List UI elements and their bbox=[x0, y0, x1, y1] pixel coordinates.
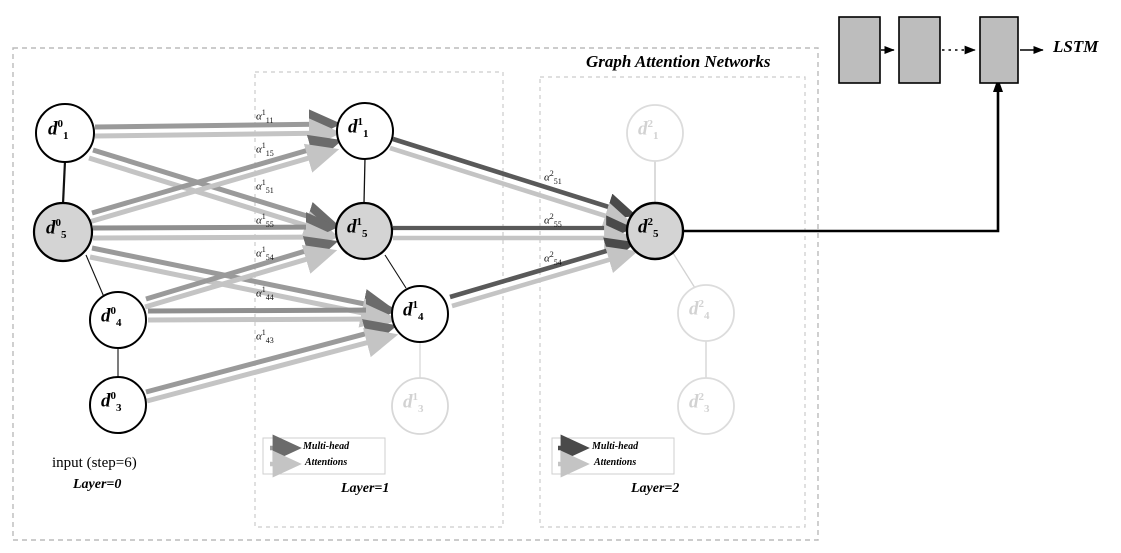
node-d1-layer0[interactable] bbox=[35, 103, 95, 163]
input-caption: input (step=6) bbox=[52, 455, 137, 471]
node-d5-layer2[interactable] bbox=[625, 201, 685, 261]
legend-layer2 bbox=[551, 434, 675, 478]
node-d3-layer1[interactable] bbox=[391, 377, 449, 435]
node-label-d1-layer1: d11 bbox=[348, 116, 369, 141]
attention-label-a1-54: α154 bbox=[256, 245, 274, 262]
attention-label-a2-54: α254 bbox=[544, 250, 562, 267]
layer1-label: Layer=1 bbox=[341, 481, 390, 496]
layer0-label: Layer=0 bbox=[73, 477, 122, 492]
legend2-line1: Multi-head bbox=[592, 441, 639, 452]
attention-edges-layer1-to-layer2 bbox=[389, 136, 638, 309]
node-d4-layer1[interactable] bbox=[391, 285, 449, 343]
attention-label-a1-51: α151 bbox=[256, 178, 274, 195]
attention-edges-layer0-to-layer1 bbox=[88, 109, 399, 404]
node-label-d3-layer2: d23 bbox=[689, 391, 710, 416]
node-label-d5-layer2: d25 bbox=[638, 216, 659, 241]
layer2-frame bbox=[539, 76, 806, 528]
node-d3-layer0[interactable] bbox=[89, 376, 147, 434]
gat-to-lstm-connector bbox=[683, 78, 1003, 233]
node-d5-layer1[interactable] bbox=[334, 201, 394, 261]
node-label-d4-layer2: d24 bbox=[689, 298, 710, 323]
node-label-d4-layer0: d04 bbox=[101, 305, 122, 330]
node-d3-layer2[interactable] bbox=[677, 377, 735, 435]
attention-label-a2-51: α251 bbox=[544, 169, 562, 186]
attention-label-a1-44: α144 bbox=[256, 285, 274, 302]
attention-label-a1-11: α111 bbox=[256, 108, 274, 125]
node-d1-layer1[interactable] bbox=[336, 102, 394, 160]
attention-label-a1-15: α115 bbox=[256, 141, 274, 158]
node-label-d1-layer2: d21 bbox=[638, 118, 659, 143]
node-d1-layer2[interactable] bbox=[626, 104, 684, 162]
legend-layer1 bbox=[262, 434, 386, 478]
node-d5-layer0[interactable] bbox=[32, 201, 94, 263]
node-label-d4-layer1: d14 bbox=[403, 299, 424, 324]
node-label-d5-layer1: d15 bbox=[347, 216, 368, 241]
graph-skeleton-layer1 bbox=[363, 157, 421, 378]
layer1-frame bbox=[254, 71, 504, 528]
graph-skeleton-layer2 bbox=[654, 161, 707, 378]
lstm-block-2 bbox=[898, 16, 941, 84]
node-label-d1-layer0: d01 bbox=[48, 118, 69, 143]
node-label-d3-layer1: d13 bbox=[403, 391, 424, 416]
legend1-line2: Attentions bbox=[305, 457, 348, 468]
node-d4-layer0[interactable] bbox=[89, 291, 147, 349]
graph-skeleton-layer0 bbox=[61, 160, 119, 381]
node-label-d5-layer0: d05 bbox=[46, 217, 67, 242]
lstm-block-1 bbox=[838, 16, 881, 84]
node-d4-layer2[interactable] bbox=[677, 284, 735, 342]
attention-label-a2-55: α255 bbox=[544, 212, 562, 229]
layer2-label: Layer=2 bbox=[631, 481, 680, 496]
attention-label-a1-55: α155 bbox=[256, 212, 274, 229]
attention-label-a1-43: α143 bbox=[256, 328, 274, 345]
legend2-line2: Attentions bbox=[594, 457, 637, 468]
page-title: Graph Attention Networks bbox=[586, 52, 771, 71]
node-label-d3-layer0: d03 bbox=[101, 390, 122, 415]
legend1-line1: Multi-head bbox=[303, 441, 350, 452]
lstm-label: LSTM bbox=[1053, 37, 1099, 56]
lstm-block-3 bbox=[979, 16, 1019, 84]
